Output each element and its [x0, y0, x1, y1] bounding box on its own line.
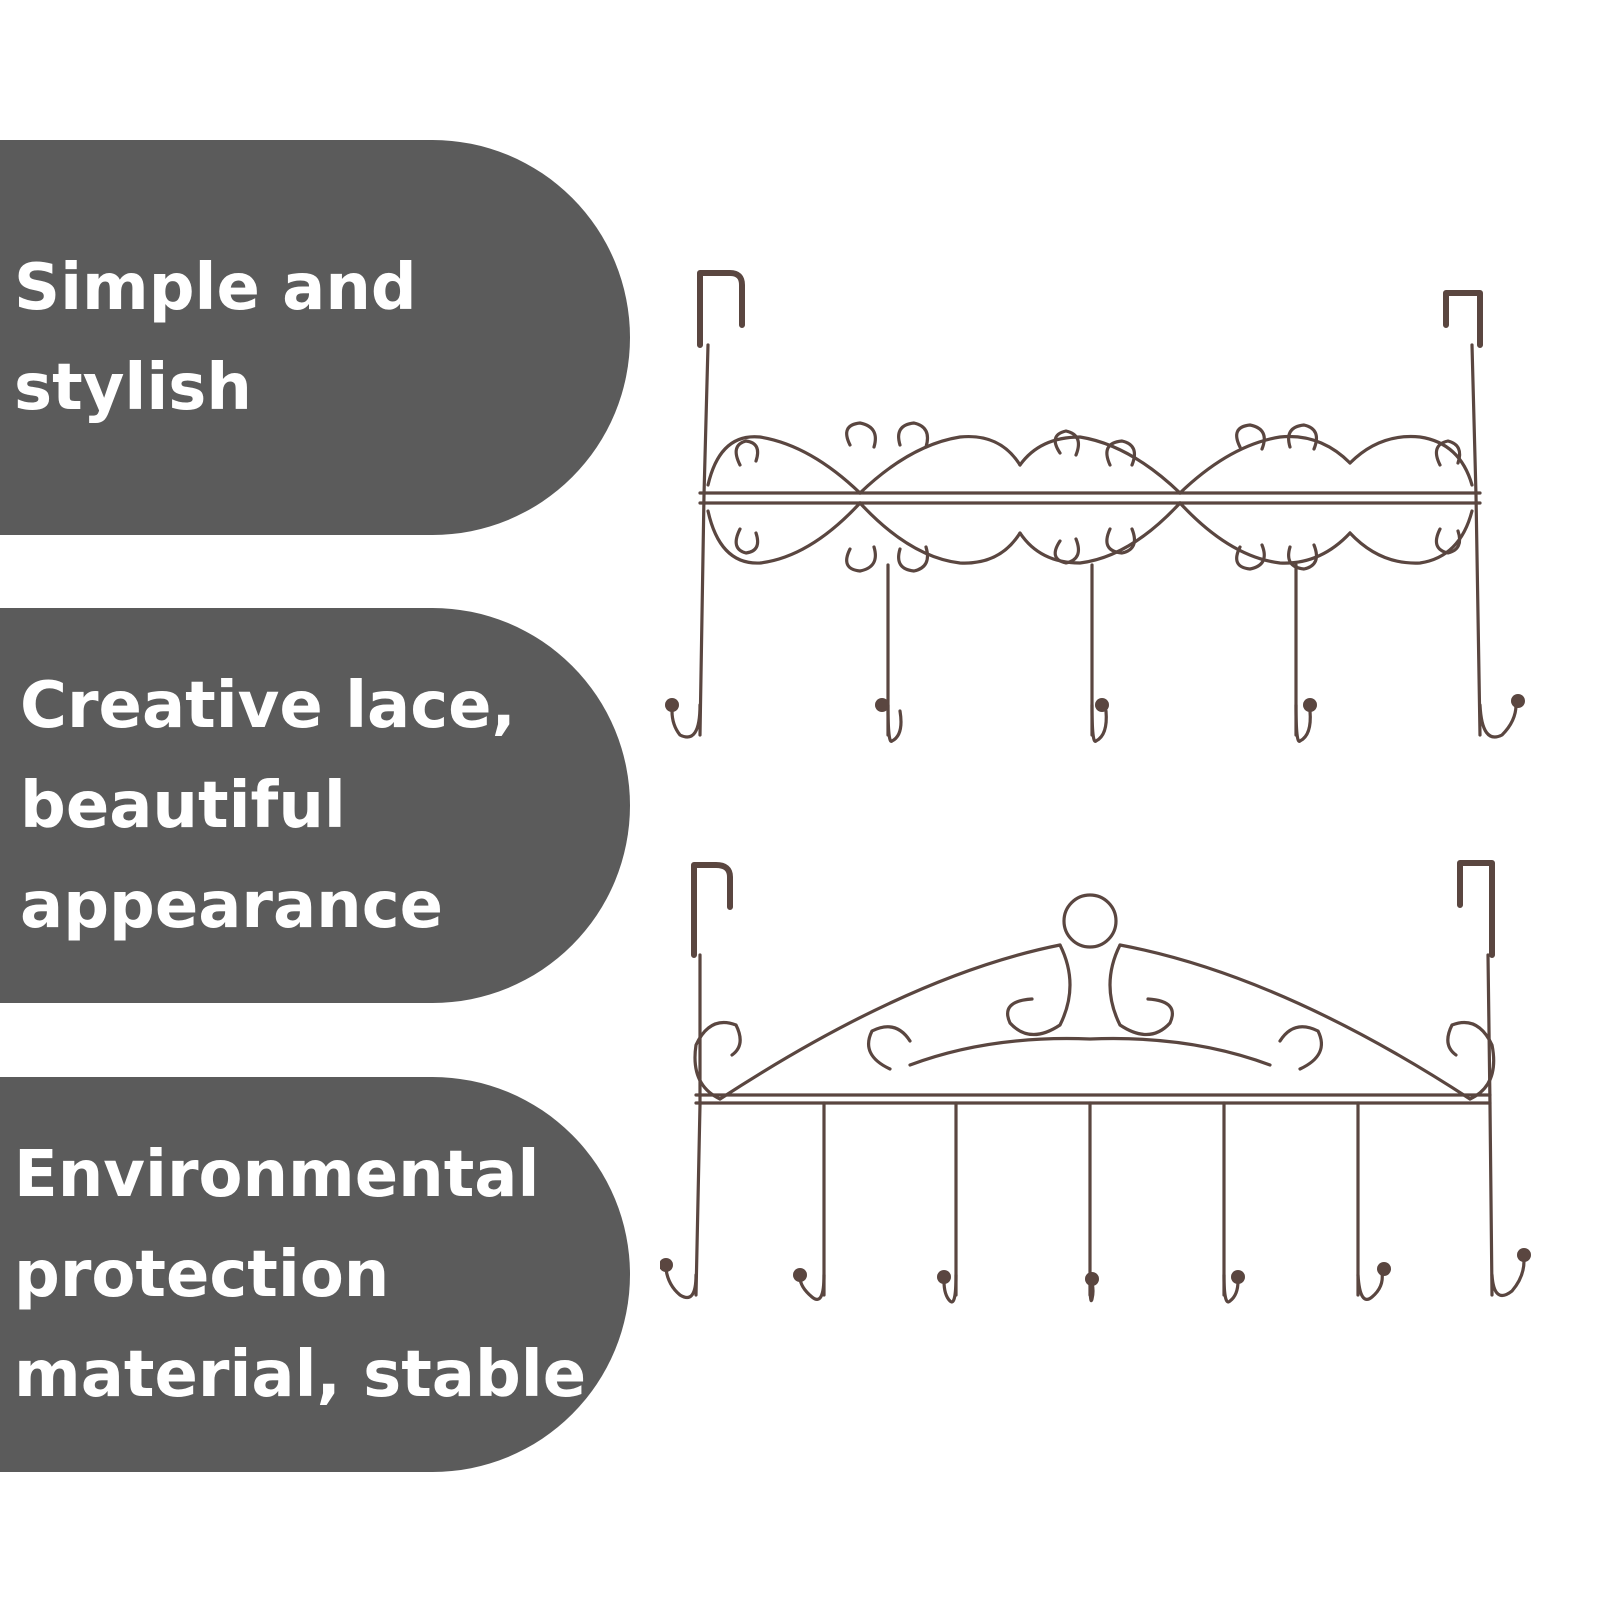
- over-door-rack-5-hooks-image: [660, 265, 1580, 775]
- rack-7-hooks-frame: [664, 860, 1526, 1304]
- rack-5-hooks-frame: [670, 270, 1518, 743]
- rack-7-hooks-knobs: [660, 1248, 1531, 1286]
- feature-text-environmental: Environmental protection material, stabl…: [14, 1137, 587, 1412]
- over-door-rack-7-hooks-image: [660, 855, 1580, 1345]
- rack-7-hooks-drawing: [660, 860, 1531, 1304]
- feature-badge-environmental: Environmental protection material, stabl…: [0, 1077, 630, 1472]
- feature-text-creative-lace: Creative lace, beautiful appearance: [20, 668, 516, 943]
- rack-5-hooks-knobs: [665, 694, 1525, 712]
- feature-badge-simple-stylish: Simple and stylish: [0, 140, 630, 535]
- feature-text-simple-stylish: Simple and stylish: [14, 250, 417, 425]
- feature-badge-creative-lace: Creative lace, beautiful appearance: [0, 608, 630, 1003]
- rack-5-hooks-drawing: [665, 270, 1525, 743]
